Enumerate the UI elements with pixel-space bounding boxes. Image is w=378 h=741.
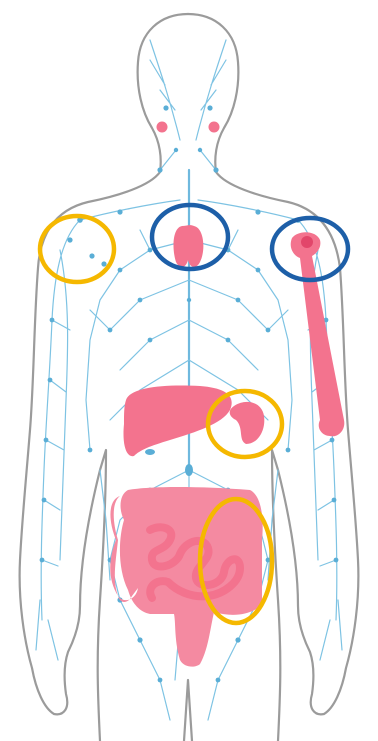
tonsil-left <box>157 122 168 133</box>
ring-axillary-nodes <box>40 216 114 282</box>
crotch-line <box>184 680 192 741</box>
tonsil-right <box>209 122 220 133</box>
humerus <box>291 232 345 436</box>
thymus <box>174 225 204 267</box>
spleen <box>230 402 265 444</box>
